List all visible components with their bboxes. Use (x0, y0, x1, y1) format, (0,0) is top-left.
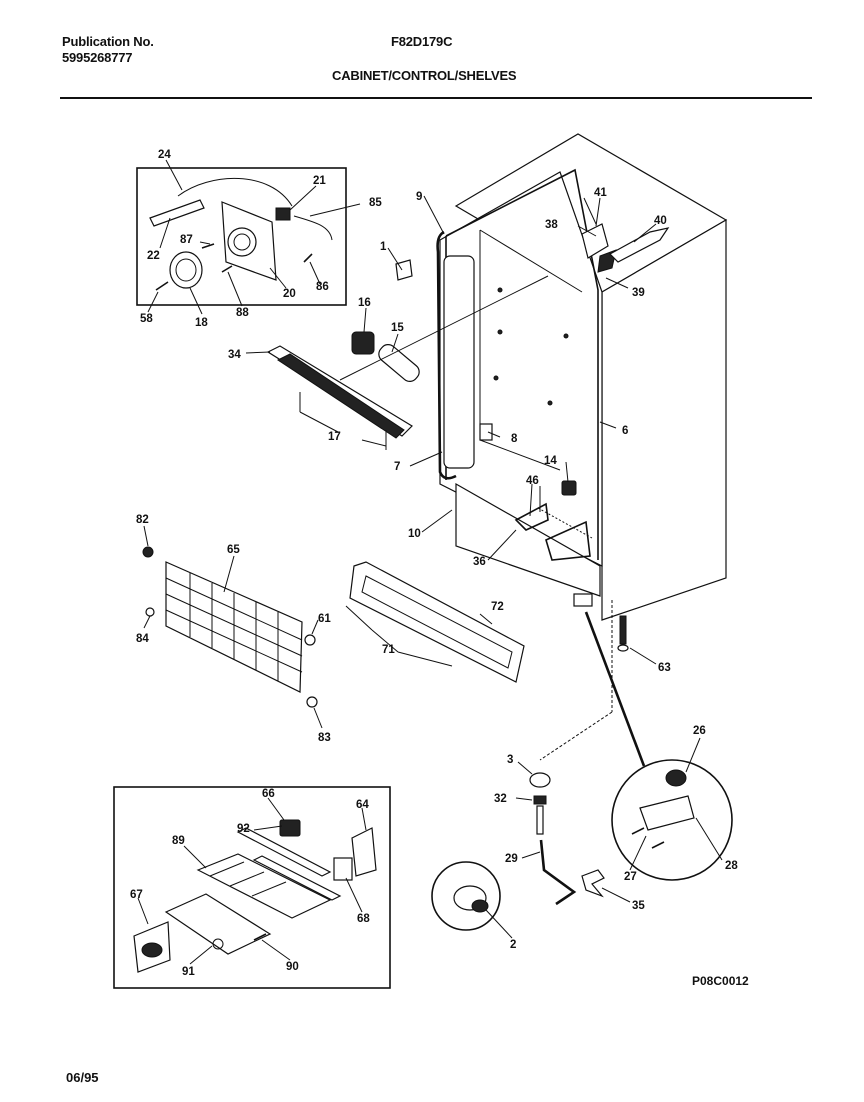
callout-87: 87 (180, 234, 193, 246)
callout-32: 32 (494, 793, 507, 805)
callout-66: 66 (262, 788, 275, 800)
callout-84: 84 (136, 633, 149, 645)
callout-71: 71 (382, 644, 395, 656)
callout-26: 26 (693, 725, 706, 737)
callout-38: 38 (545, 219, 558, 231)
control-panel-inset (113, 786, 391, 989)
hinge-parts (431, 600, 631, 939)
publication-label: Publication No. (62, 34, 154, 49)
section-title: CABINET/CONTROL/SHELVES (332, 68, 517, 83)
callout-58: 58 (140, 313, 153, 325)
callout-40: 40 (654, 215, 667, 227)
callout-86: 86 (316, 281, 329, 293)
callout-41: 41 (594, 187, 607, 199)
callout-34: 34 (228, 349, 241, 361)
callout-6: 6 (622, 425, 628, 437)
callout-8: 8 (511, 433, 518, 445)
callout-14: 14 (544, 455, 557, 467)
callout-35: 35 (632, 900, 645, 912)
callout-10: 10 (408, 528, 421, 540)
callout-36: 36 (473, 556, 486, 568)
callout-63: 63 (658, 662, 671, 674)
header-rule (60, 97, 812, 99)
callout-88: 88 (236, 307, 249, 319)
callout-16: 16 (358, 297, 371, 309)
callout-39: 39 (632, 287, 645, 299)
callout-83: 83 (318, 732, 331, 744)
callout-20: 20 (283, 288, 296, 300)
callout-18: 18 (195, 317, 208, 329)
callout-61: 61 (318, 613, 331, 625)
callout-17: 17 (328, 431, 341, 443)
model-number: F82D179C (391, 34, 453, 49)
diagram-code: P08C0012 (692, 974, 749, 988)
publication-number: 5995268777 (62, 50, 133, 65)
callout-91: 91 (182, 966, 195, 978)
callout-7: 7 (394, 461, 400, 473)
callout-82: 82 (136, 514, 149, 526)
shelf-support (245, 345, 413, 450)
callout-labels: 24 21 85 87 22 20 86 58 18 88 9 41 38 40… (130, 149, 738, 978)
callout-9: 9 (416, 191, 422, 203)
callout-65: 65 (227, 544, 240, 556)
door-stop-detail (584, 611, 733, 881)
wire-shelf (142, 525, 323, 729)
light-assembly-inset (136, 159, 361, 315)
cabinet-body (387, 133, 728, 665)
callout-92: 92 (237, 823, 250, 835)
callout-64: 64 (356, 799, 369, 811)
callout-3: 3 (507, 754, 513, 766)
callout-46: 46 (526, 475, 539, 487)
callout-67: 67 (130, 889, 143, 901)
callout-89: 89 (172, 835, 185, 847)
callout-28: 28 (725, 860, 738, 872)
callout-21: 21 (313, 175, 326, 187)
callout-22: 22 (147, 250, 160, 262)
callout-15: 15 (391, 322, 404, 334)
callout-68: 68 (357, 913, 370, 925)
callout-29: 29 (505, 853, 518, 865)
light-socket-group (339, 275, 549, 383)
callout-2: 2 (510, 939, 516, 951)
callout-1: 1 (380, 241, 387, 253)
callout-90: 90 (286, 961, 299, 973)
callout-85: 85 (369, 197, 382, 209)
kick-plate (345, 561, 525, 683)
callout-72: 72 (491, 601, 504, 613)
callout-27: 27 (624, 871, 637, 883)
callout-24: 24 (158, 149, 171, 161)
footer-date: 06/95 (66, 1070, 99, 1085)
